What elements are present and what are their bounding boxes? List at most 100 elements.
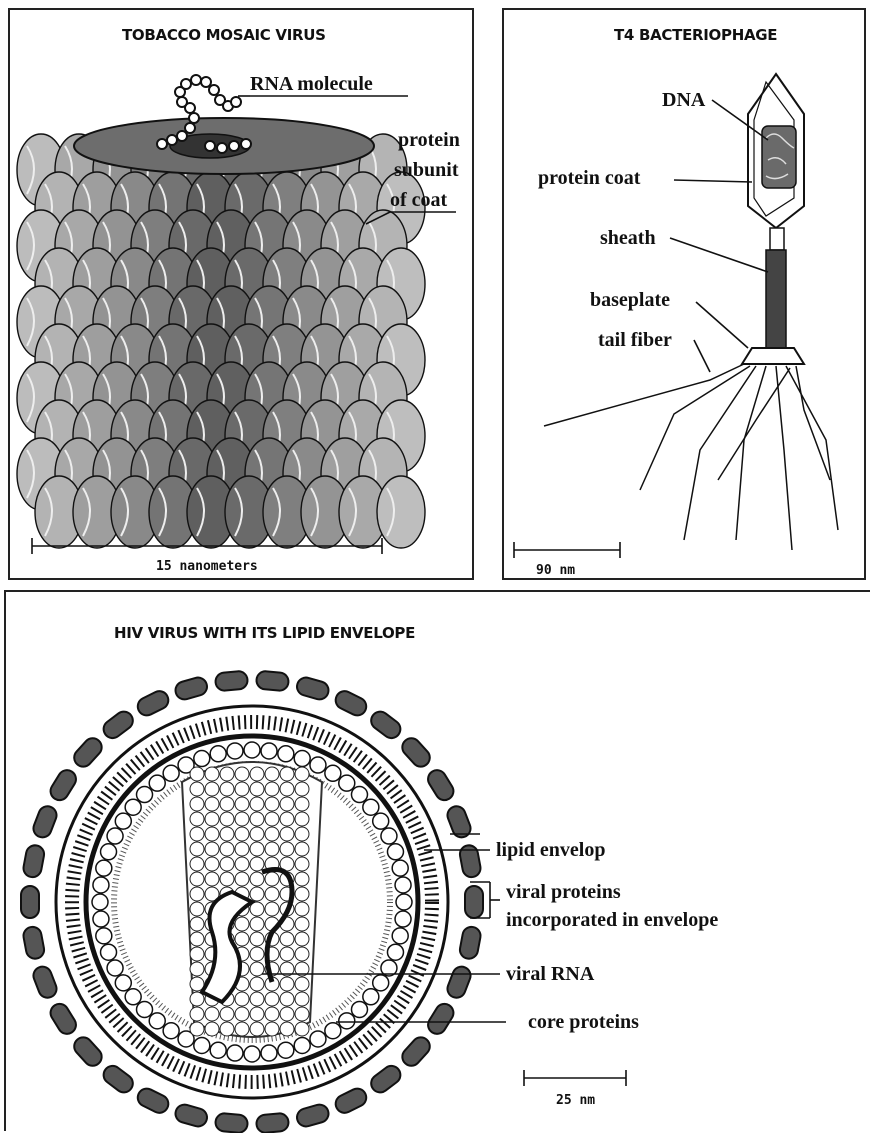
- core-protein: [250, 857, 264, 871]
- tmv-diagram: TOBACCO MOSAIC VIRUS RNA molecule: [10, 10, 472, 578]
- t4-scale-bar: [514, 542, 620, 558]
- tmv-protein-subunit: [377, 476, 425, 548]
- envelope-protein: [256, 671, 290, 692]
- core-protein: [250, 917, 264, 931]
- core-protein: [190, 902, 204, 916]
- envelope-protein: [47, 767, 79, 804]
- core-protein: [205, 1007, 219, 1021]
- core-protein: [250, 992, 264, 1006]
- core-protein: [235, 767, 249, 781]
- core-protein: [190, 797, 204, 811]
- tmv-title: TOBACCO MOSAIC VIRUS: [122, 26, 326, 44]
- core-protein: [295, 842, 309, 856]
- envelope-protein: [256, 1113, 290, 1133]
- envelope-protein: [458, 925, 482, 960]
- core-protein: [280, 1007, 294, 1021]
- core-proteins-label: core proteins: [528, 1011, 639, 1033]
- core-protein: [280, 797, 294, 811]
- core-protein: [250, 797, 264, 811]
- core-protein: [295, 947, 309, 961]
- envelope-protein: [100, 708, 136, 742]
- core-protein: [280, 947, 294, 961]
- core-protein: [280, 827, 294, 841]
- hiv-diagram: HIV VIRUS WITH ITS LIPID ENVELOPE lipid …: [6, 592, 870, 1133]
- matrix-protein: [96, 860, 112, 876]
- envelope-protein: [47, 1001, 79, 1038]
- tail-fiber-label: tail fiber: [598, 329, 672, 351]
- matrix-protein: [194, 1037, 210, 1053]
- envelope-protein: [399, 1034, 434, 1070]
- hiv-scale-label: 25 nm: [556, 1093, 595, 1108]
- matrix-protein: [278, 746, 294, 762]
- core-protein: [295, 782, 309, 796]
- core-protein: [265, 827, 279, 841]
- core-protein: [235, 782, 249, 796]
- core-protein: [235, 1022, 249, 1036]
- core-protein: [265, 842, 279, 856]
- core-protein: [250, 812, 264, 826]
- matrix-protein: [396, 894, 412, 910]
- core-protein: [280, 767, 294, 781]
- core-protein: [265, 812, 279, 826]
- envelope-protein: [100, 1062, 136, 1096]
- matrix-protein: [125, 799, 141, 815]
- matrix-protein: [310, 757, 326, 773]
- core-protein: [220, 842, 234, 856]
- tobacco-mosaic-virus-panel: TOBACCO MOSAIC VIRUS RNA molecule: [8, 8, 474, 580]
- hiv-title: HIV VIRUS WITH ITS LIPID ENVELOPE: [114, 624, 415, 642]
- core-protein: [265, 887, 279, 901]
- matrix-protein: [373, 975, 389, 991]
- envelope-protein: [295, 1102, 331, 1128]
- core-protein: [205, 842, 219, 856]
- matrix-protein: [163, 765, 179, 781]
- core-protein: [250, 977, 264, 991]
- core-protein: [205, 827, 219, 841]
- tmv-protein-subunits: [17, 118, 425, 548]
- core-protein: [250, 872, 264, 886]
- core-protein: [220, 797, 234, 811]
- baseplate-leader-line: [696, 302, 748, 348]
- matrix-protein: [137, 787, 153, 803]
- envelope-protein: [215, 1113, 249, 1133]
- core-protein: [190, 827, 204, 841]
- core-protein: [235, 827, 249, 841]
- matrix-protein: [387, 844, 403, 860]
- envelope-protein: [31, 964, 59, 1000]
- core-protein: [220, 827, 234, 841]
- core-protein: [235, 797, 249, 811]
- matrix-protein: [310, 1031, 326, 1047]
- matrix-protein: [96, 928, 112, 944]
- core-protein: [280, 1022, 294, 1036]
- core-protein: [190, 767, 204, 781]
- core-protein: [190, 857, 204, 871]
- matrix-protein: [351, 787, 367, 803]
- core-protein: [250, 947, 264, 961]
- core-protein: [250, 887, 264, 901]
- envelope-protein: [22, 844, 46, 879]
- sheath-leader-line: [670, 238, 768, 272]
- matrix-protein: [227, 1045, 243, 1061]
- tail-fiber-leader-line: [694, 340, 710, 372]
- core-protein: [280, 977, 294, 991]
- core-protein: [190, 782, 204, 796]
- envelope-protein: [465, 886, 483, 918]
- t4-bacteriophage-panel: T4 BACTERIOPHAGE DNA protein: [502, 8, 866, 580]
- core-protein: [280, 812, 294, 826]
- baseplate-label: baseplate: [590, 289, 670, 311]
- envelope-protein: [458, 844, 482, 879]
- core-protein: [265, 782, 279, 796]
- core-protein: [250, 842, 264, 856]
- core-protein: [265, 797, 279, 811]
- core-protein: [250, 1022, 264, 1036]
- core-protein: [250, 1007, 264, 1021]
- matrix-protein: [325, 1023, 341, 1039]
- core-protein: [190, 917, 204, 931]
- core-protein: [280, 992, 294, 1006]
- matrix-protein: [92, 894, 108, 910]
- coat-leader-line: [674, 180, 752, 182]
- core-protein: [295, 767, 309, 781]
- core-protein: [295, 902, 309, 916]
- core-protein: [265, 902, 279, 916]
- core-protein: [205, 1022, 219, 1036]
- envelope-protein: [425, 1001, 457, 1038]
